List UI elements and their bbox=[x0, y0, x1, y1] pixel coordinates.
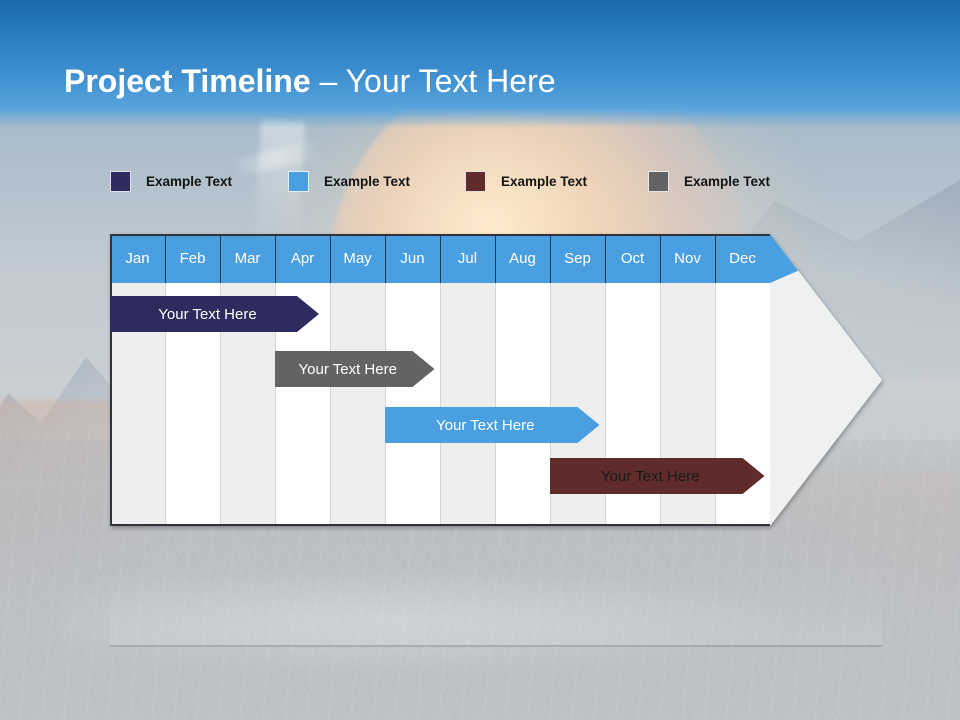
legend-swatch-maroon bbox=[465, 170, 486, 192]
timeline-bar-label: Your Text Here bbox=[436, 416, 535, 434]
timeline-bottom-border bbox=[110, 524, 770, 526]
timeline-left-border bbox=[110, 234, 112, 526]
month-header-label: Feb bbox=[179, 250, 206, 267]
legend-swatch-gray bbox=[648, 170, 669, 192]
page-title: Project Timeline – Your Text Here bbox=[64, 60, 556, 102]
timeline-header-arrow-notch bbox=[770, 234, 882, 283]
month-header-divider bbox=[165, 234, 166, 283]
legend-label-4: Example Text bbox=[684, 173, 771, 189]
month-header-divider bbox=[330, 234, 331, 283]
legend-swatch-blue bbox=[288, 170, 309, 192]
month-header-jul[interactable]: Jul bbox=[440, 234, 495, 283]
month-header-divider bbox=[275, 234, 276, 283]
legend-label-1: Example Text bbox=[146, 173, 233, 189]
month-header-jan[interactable]: Jan bbox=[110, 234, 165, 283]
timeline-column-divider bbox=[550, 283, 551, 526]
legend-label-3: Example Text bbox=[501, 173, 588, 189]
legend-swatch-navy bbox=[110, 170, 131, 192]
legend: Example Text Example Text Example Text Exam… bbox=[110, 168, 830, 194]
timeline-column-divider bbox=[605, 283, 606, 526]
timeline-column-divider bbox=[715, 283, 716, 526]
timeline-column-divider bbox=[660, 283, 661, 526]
month-header-label: Aug bbox=[509, 250, 536, 267]
month-header-label: Jul bbox=[457, 250, 478, 267]
timeline-top-border bbox=[110, 234, 770, 236]
month-header-label: May bbox=[343, 250, 372, 267]
month-header-divider bbox=[440, 234, 441, 283]
month-header-divider bbox=[385, 234, 386, 283]
page-title-rest: – Your Text Here bbox=[310, 63, 556, 99]
legend-item-2[interactable]: Example Text bbox=[288, 168, 410, 194]
background-terrain-streak bbox=[60, 560, 880, 680]
timeline-bar-label: Your Text Here bbox=[158, 305, 257, 323]
timeline-column-divider bbox=[495, 283, 496, 526]
month-header-feb[interactable]: Feb bbox=[165, 234, 220, 283]
month-header-oct[interactable]: Oct bbox=[605, 234, 660, 283]
timeline-arrow-body: Jan Feb Mar Apr May Jun Jul Aug Sep Oct Nov Dec bbox=[110, 234, 882, 526]
timeline-column-divider bbox=[440, 283, 441, 526]
month-header-label: Jun bbox=[400, 250, 425, 267]
month-header-may[interactable]: May bbox=[330, 234, 385, 283]
month-header-sep[interactable]: Sep bbox=[550, 234, 605, 283]
month-header-apr[interactable]: Apr bbox=[275, 234, 330, 283]
month-header-divider bbox=[495, 234, 496, 283]
timeline-column-divider bbox=[220, 283, 221, 526]
legend-item-3[interactable]: Example Text bbox=[465, 168, 587, 194]
legend-item-4[interactable]: Example Text bbox=[648, 168, 770, 194]
month-header-divider bbox=[660, 234, 661, 283]
month-header-dec[interactable]: Dec bbox=[715, 234, 770, 283]
legend-label-2: Example Text bbox=[324, 173, 411, 189]
title-band bbox=[0, 0, 960, 128]
timeline-column-divider bbox=[275, 283, 276, 526]
timeline-bar-1[interactable]: Your Text Here bbox=[110, 296, 319, 332]
timeline-bar-4[interactable]: Your Text Here bbox=[550, 458, 765, 494]
timeline-bar-2[interactable]: Your Text Here bbox=[275, 351, 435, 387]
month-header-label: Oct bbox=[620, 250, 645, 267]
month-header-nov[interactable]: Nov bbox=[660, 234, 715, 283]
timeline-chart-shadow: Jan Feb Mar Apr May Jun Jul Aug Sep Oct Nov Dec bbox=[110, 234, 882, 526]
timeline-bar-label: Your Text Here bbox=[601, 467, 700, 485]
timeline-bar-label: Your Text Here bbox=[298, 360, 397, 378]
timeline-column-divider bbox=[385, 283, 386, 526]
month-header-divider bbox=[550, 234, 551, 283]
legend-item-1[interactable]: Example Text bbox=[110, 168, 232, 194]
month-header-mar[interactable]: Mar bbox=[220, 234, 275, 283]
month-header-label: Sep bbox=[564, 250, 591, 267]
month-header-divider bbox=[605, 234, 606, 283]
month-header-jun[interactable]: Jun bbox=[385, 234, 440, 283]
timeline-arrow-head-fill bbox=[770, 234, 882, 526]
page-title-strong: Project Timeline bbox=[64, 63, 311, 99]
month-header-label: Jan bbox=[125, 250, 150, 267]
month-header-label: Nov bbox=[674, 250, 701, 267]
month-header-divider bbox=[715, 234, 716, 283]
timeline-column-divider bbox=[330, 283, 331, 526]
month-header-label: Dec bbox=[729, 250, 756, 267]
timeline-bar-3[interactable]: Your Text Here bbox=[385, 407, 600, 443]
month-header-label: Apr bbox=[290, 250, 315, 267]
month-header-label: Mar bbox=[234, 250, 261, 267]
month-header-aug[interactable]: Aug bbox=[495, 234, 550, 283]
timeline-column-divider bbox=[165, 283, 166, 526]
month-header-divider bbox=[220, 234, 221, 283]
timeline-chart: Jan Feb Mar Apr May Jun Jul Aug Sep Oct Nov Dec You… bbox=[110, 234, 882, 526]
